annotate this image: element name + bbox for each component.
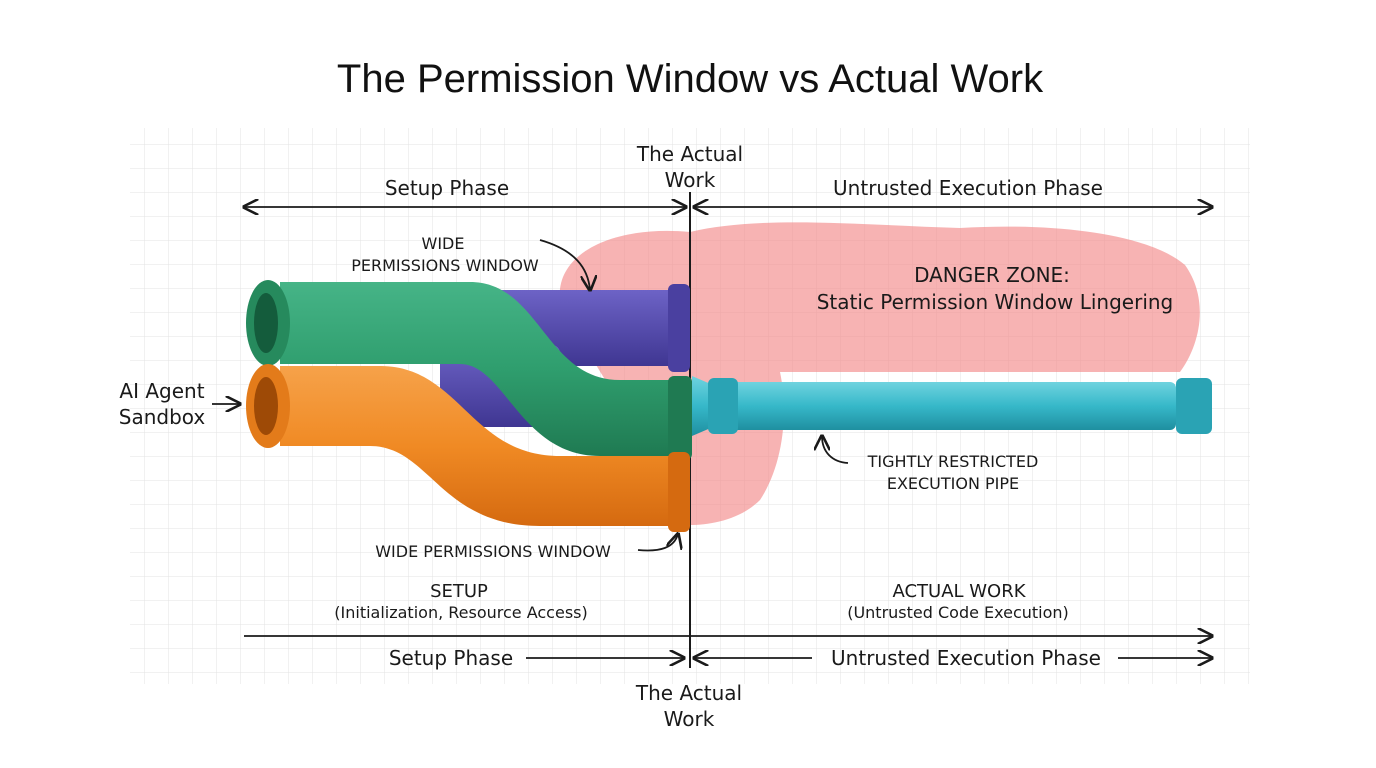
top-untrusted-phase-label: Untrusted Execution Phase xyxy=(833,176,1103,200)
top-setup-phase-label: Setup Phase xyxy=(385,176,509,200)
actual-work-subtitle: (Untrusted Code Execution) xyxy=(847,603,1069,622)
top-actual-work-line1: The Actual xyxy=(636,142,743,166)
wide-window-bottom-arrow xyxy=(637,534,678,552)
wide-window-top-line1: WIDE xyxy=(422,234,465,253)
agent-sandbox-line1: AI Agent xyxy=(119,379,204,403)
orange-pipe xyxy=(246,364,690,532)
agent-sandbox-line2: Sandbox xyxy=(119,405,206,429)
danger-zone-subtitle: Static Permission Window Lingering xyxy=(817,290,1174,314)
teal-restricted-pipe xyxy=(692,376,1212,436)
setup-subtitle: (Initialization, Resource Access) xyxy=(334,603,587,622)
bottom-actual-work-line2: Work xyxy=(664,707,715,731)
actual-work-title: ACTUAL WORK xyxy=(892,581,1026,602)
danger-zone-title: DANGER ZONE: xyxy=(914,263,1070,287)
restricted-pipe-line2: EXECUTION PIPE xyxy=(887,474,1019,493)
green-pipe xyxy=(246,280,692,460)
restricted-pipe-line1: TIGHTLY RESTRICTED xyxy=(867,452,1039,471)
wide-window-top-arrow xyxy=(539,239,590,290)
wide-window-top-line2: PERMISSIONS WINDOW xyxy=(351,256,539,275)
bottom-actual-work-line1: The Actual xyxy=(635,681,742,705)
danger-zone xyxy=(559,222,1200,526)
bottom-setup-phase-label: Setup Phase xyxy=(389,646,513,670)
wide-window-bottom-label: WIDE PERMISSIONS WINDOW xyxy=(375,542,611,561)
setup-title: SETUP xyxy=(430,581,488,602)
bottom-untrusted-phase-label: Untrusted Execution Phase xyxy=(831,646,1101,670)
page-title: The Permission Window vs Actual Work xyxy=(337,57,1044,101)
top-actual-work-line2: Work xyxy=(665,168,716,192)
restricted-pipe-arrow xyxy=(822,436,849,464)
